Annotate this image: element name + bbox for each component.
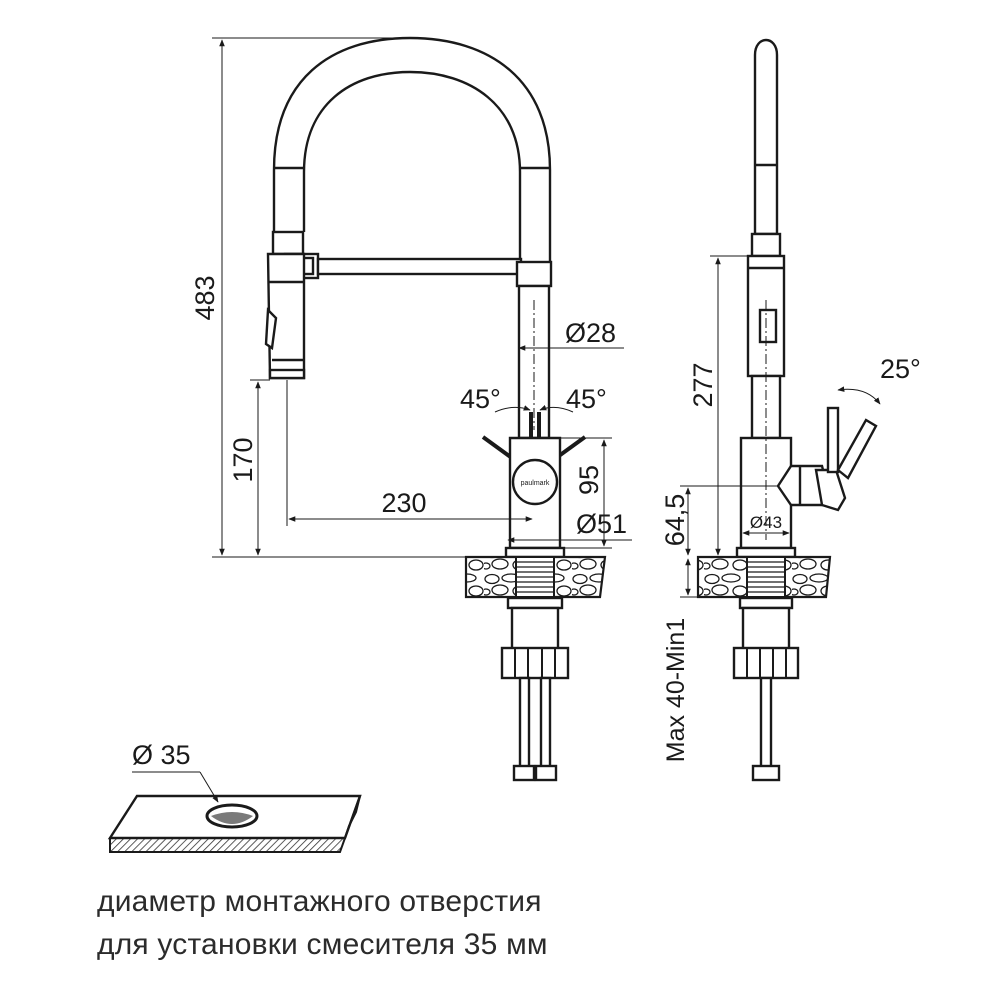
brand-logo: paulmark bbox=[521, 480, 550, 487]
side-hose bbox=[753, 38, 779, 236]
side-sprayer-button bbox=[758, 308, 778, 344]
side-base-plate bbox=[735, 546, 797, 559]
dim-total-height: 483 bbox=[190, 275, 220, 320]
dim-reach: 230 bbox=[381, 488, 426, 518]
dim-spout-height: 170 bbox=[228, 437, 258, 482]
cartridge-cap bbox=[511, 458, 559, 506]
dim-countertop-thickness: Max 40-Min1 bbox=[662, 618, 690, 763]
dim-angle-right: 45° bbox=[566, 384, 607, 414]
sprayer-button bbox=[264, 307, 278, 351]
side-handle-lever-tilted bbox=[836, 418, 878, 480]
side-view: 277 25° 64,5 Ø43 Max 40-Min1 bbox=[660, 38, 921, 782]
dim-side-angle: 25° bbox=[880, 354, 921, 384]
side-mounting-flange bbox=[732, 646, 800, 680]
mounting-flange bbox=[500, 646, 570, 680]
dim-spout-diameter: Ø28 bbox=[565, 318, 616, 348]
side-handle-lever bbox=[826, 406, 840, 474]
supply-hose-left bbox=[518, 676, 531, 770]
mounting-hole-detail: Ø 35 bbox=[107, 740, 362, 853]
dim-handle-height: 95 bbox=[574, 465, 604, 495]
holder-arm bbox=[316, 257, 523, 276]
caption-line-2: для установки смесителя 35 мм bbox=[97, 928, 548, 961]
dim-side-height: 277 bbox=[688, 362, 718, 407]
caption-line-1: диаметр монтажного отверстия bbox=[97, 885, 542, 918]
dim-base-height: 64,5 bbox=[660, 494, 690, 547]
hose-inner bbox=[302, 70, 522, 262]
mounting-nut bbox=[506, 596, 564, 610]
side-supply-hose bbox=[759, 676, 773, 770]
side-collar bbox=[750, 232, 782, 258]
dim-base-diameter: Ø51 bbox=[576, 509, 627, 539]
dim-side-base-diameter: Ø43 bbox=[750, 513, 782, 532]
sprayer-collar bbox=[271, 230, 305, 256]
column-top-ring bbox=[515, 260, 553, 288]
front-view: paulmark 483 170 bbox=[190, 36, 632, 782]
supply-hose-right bbox=[539, 676, 552, 770]
base-plate bbox=[504, 546, 566, 559]
dim-angle-left: 45° bbox=[460, 384, 501, 414]
dim-hole-diameter: Ø 35 bbox=[132, 740, 191, 770]
slab-front-face bbox=[109, 837, 347, 853]
